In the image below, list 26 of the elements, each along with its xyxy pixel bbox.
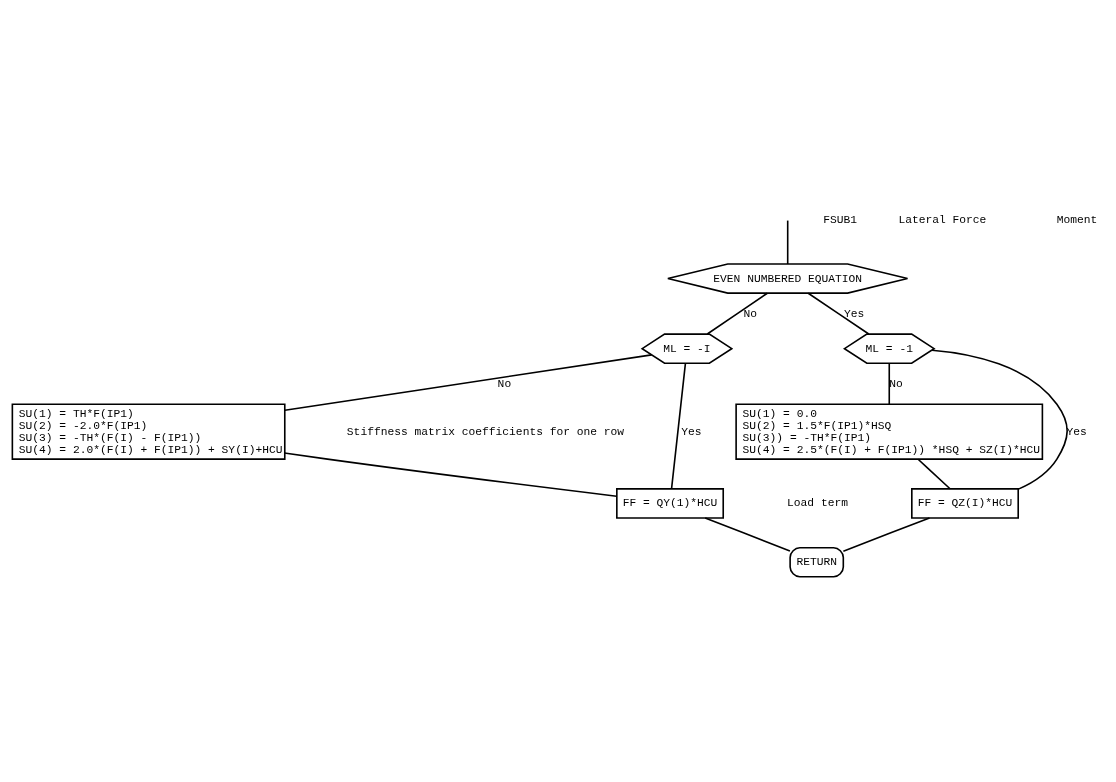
node-box: SU(1) = TH*F(IP1) SU(2) = -2.0*F(IP1) SU(3) = -TH*(F(I) - F(IP1)) SU(4) = 2.0*(F(I) + F(IP1)) + SY(I)+HCU (11, 403, 286, 460)
label: Moment (1056, 213, 1098, 226)
edge-label: Yes (681, 425, 702, 438)
connector (704, 517, 791, 552)
label: Stiffness matrix coefficients for one row (346, 425, 625, 438)
node-box: RETURN (789, 546, 845, 578)
edge-label: No (889, 377, 903, 390)
node-box: FF = QZ(I)*HCU (911, 488, 1019, 519)
edge-label: No (743, 307, 757, 320)
label: Load term (787, 497, 848, 510)
connector (670, 362, 687, 490)
connector (284, 354, 653, 412)
label: FSUB1 (823, 213, 857, 226)
connector (284, 452, 618, 497)
connector (888, 362, 891, 405)
connector (786, 219, 789, 265)
node-box: SU(1) = 0.0 SU(2) = 1.5*F(IP1)*HSQ SU(3)) = -TH*F(IP1) SU(4) = 2.5*(F(I) + F(IP1)) *HSQ + SZ(I)*HCU (735, 403, 1044, 460)
edge-label: Yes (844, 307, 865, 320)
node-box: FF = QY(1)*HCU (616, 488, 725, 519)
label: Lateral Force (898, 213, 987, 226)
connector (917, 458, 951, 490)
edge-label: No (497, 377, 512, 390)
connector (807, 292, 870, 335)
connector (706, 292, 769, 335)
connector (931, 349, 1068, 490)
connector (842, 517, 931, 552)
